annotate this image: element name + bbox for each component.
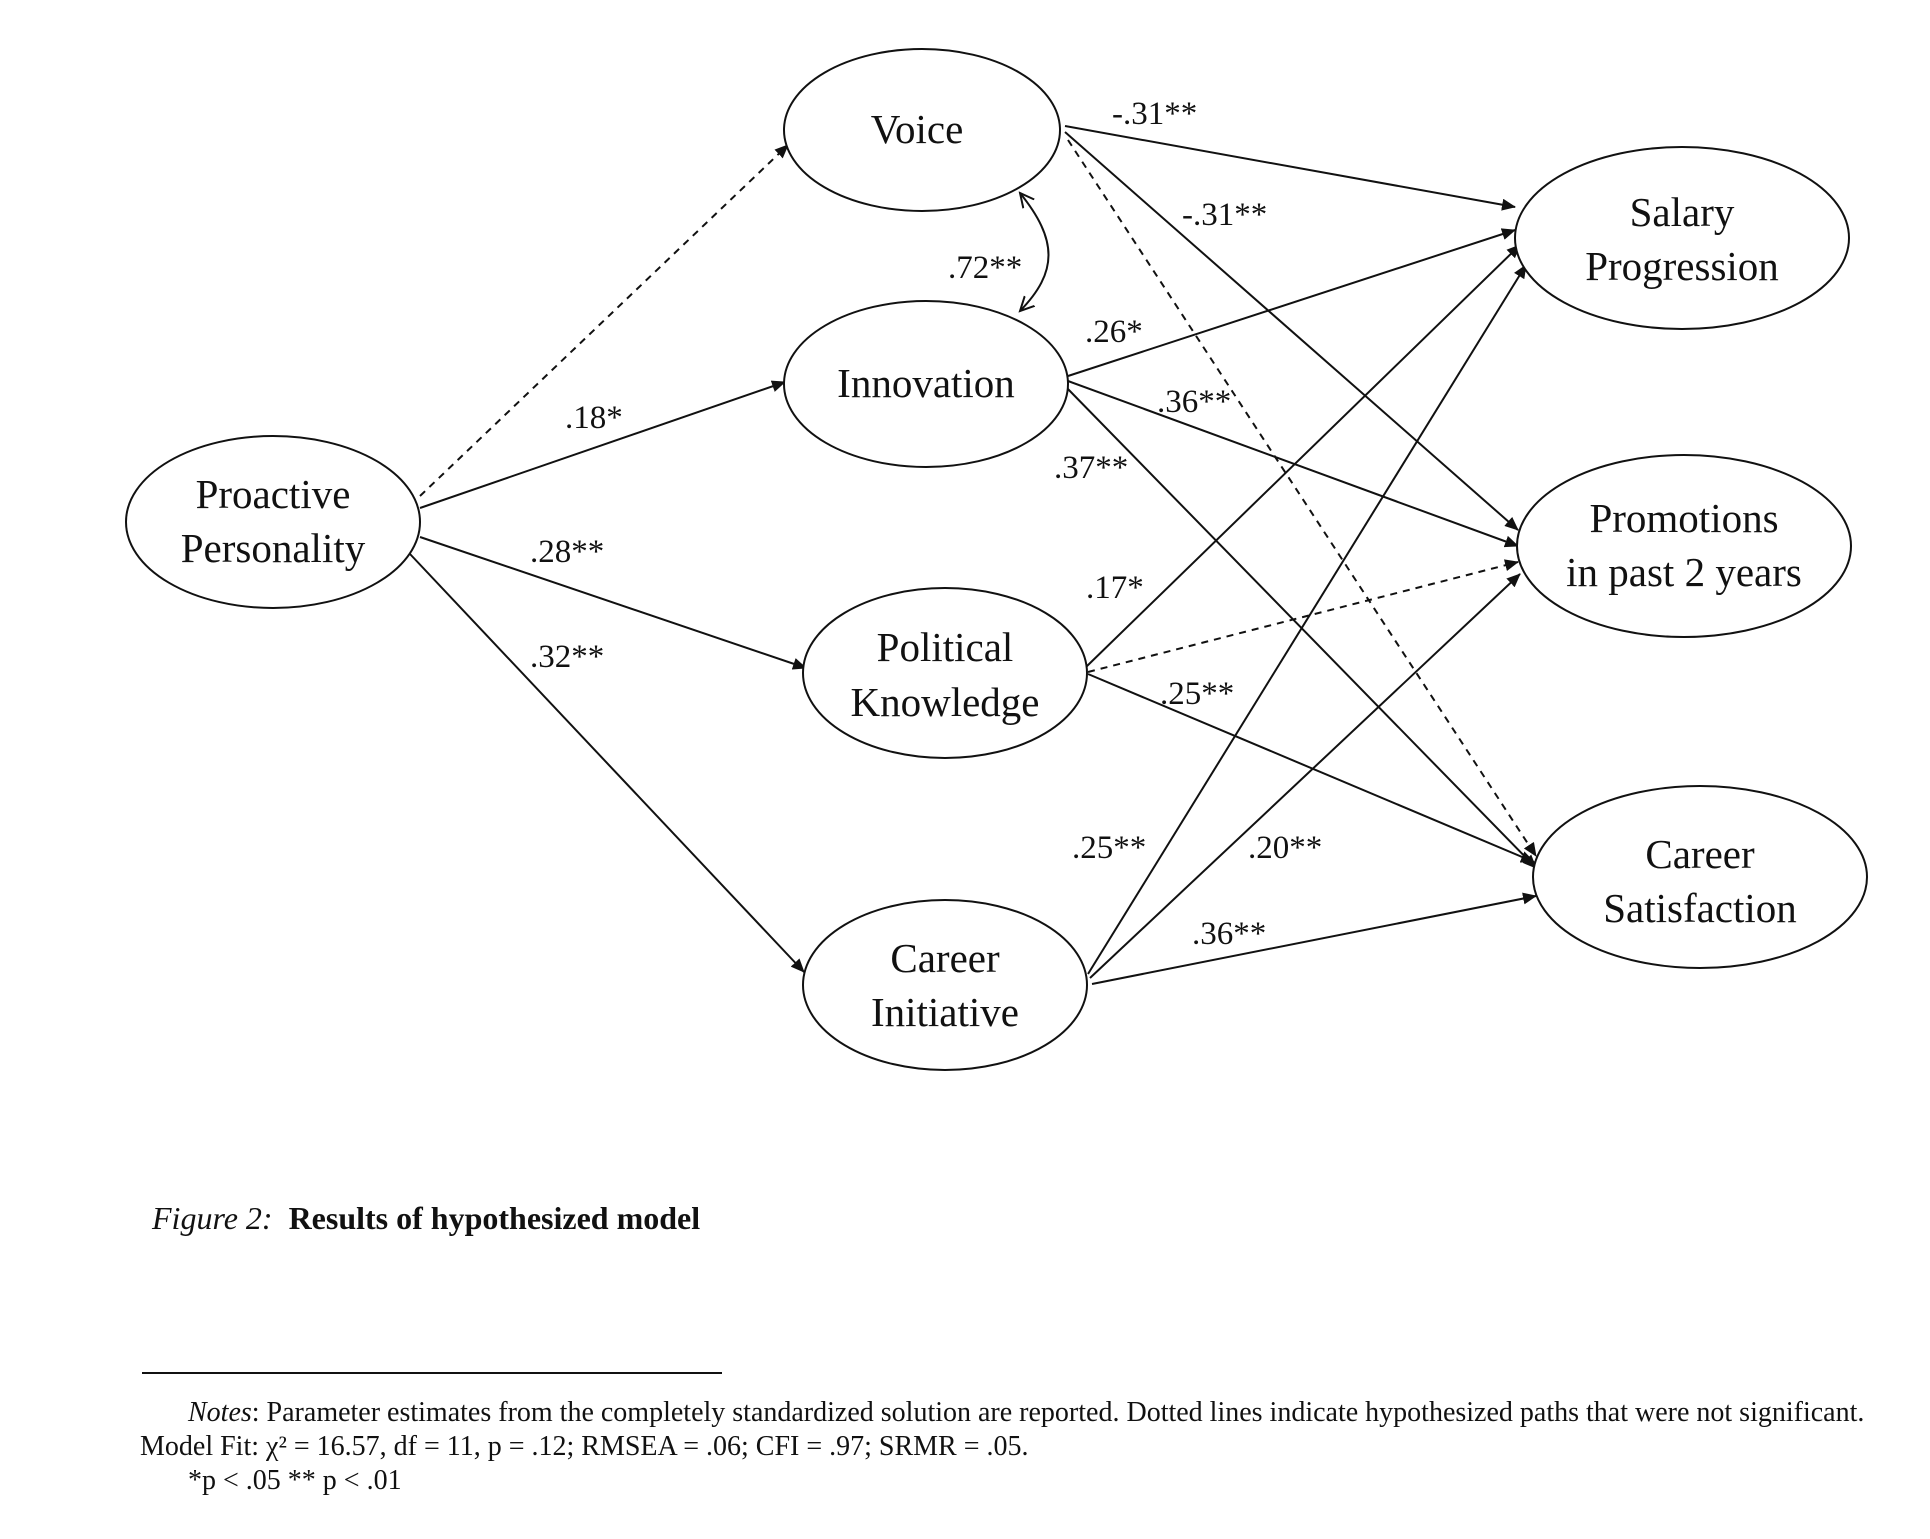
correlation-label: .72** — [948, 250, 1022, 286]
node-proactive-personality: Proactive Personality — [125, 435, 421, 609]
node-proactive-line1: Proactive — [196, 471, 351, 517]
edge-voice-satisfaction — [1067, 139, 1537, 857]
node-political-knowledge: Political Knowledge — [802, 587, 1088, 759]
nodes-layer: Proactive Personality Voice Innovation P… — [125, 48, 1868, 1071]
footnote-divider — [142, 1372, 722, 1374]
correlation-voice-innovation — [1020, 193, 1050, 311]
node-salary-line2: Progression — [1585, 243, 1779, 289]
figure-caption-prefix: Figure 2: — [152, 1200, 273, 1236]
edge-label-political-satisfaction: .25** — [1160, 676, 1234, 712]
footnote-notes: Notes: Parameter estimates from the comp… — [140, 1396, 1900, 1498]
node-innovation-line1: Innovation — [837, 360, 1015, 406]
edge-label-innovation-satisfaction: .37** — [1054, 450, 1128, 486]
edge-initiative-salary — [1087, 264, 1527, 975]
figure-caption: Figure 2: Results of hypothesized model — [152, 1200, 700, 1237]
notes-text: : Parameter estimates from the completel… — [251, 1397, 1865, 1428]
edge-labels: .18* .28** .32** -.31** -.31** .26* .36*… — [530, 96, 1322, 952]
edge-voice-promotions — [1064, 131, 1519, 531]
node-initiative-line1: Career — [890, 935, 1000, 981]
significance-legend: *p < .05 ** p < .01 — [188, 1465, 402, 1496]
edge-innovation-salary — [1067, 228, 1516, 377]
node-promotions: Promotions in past 2 years — [1516, 454, 1852, 638]
node-innovation: Innovation — [783, 300, 1069, 468]
node-initiative-line2: Initiative — [871, 989, 1019, 1035]
edge-label-initiative-promotions: .20** — [1248, 830, 1322, 866]
figure-caption-title: Results of hypothesized model — [288, 1200, 701, 1236]
edge-label-proactive-initiative: .32** — [530, 639, 604, 675]
edges-layer — [409, 125, 1537, 985]
edge-innovation-promotions — [1067, 380, 1519, 548]
edge-political-promotions — [1087, 559, 1519, 673]
edge-voice-salary — [1064, 125, 1516, 211]
edge-political-satisfaction — [1087, 673, 1535, 863]
node-political-line1: Political — [877, 624, 1014, 670]
edge-innovation-satisfaction — [1064, 385, 1537, 869]
edge-proactive-voice — [419, 144, 789, 497]
edge-label-voice-promotions: -.31** — [1182, 197, 1267, 233]
edge-political-salary — [1084, 244, 1521, 669]
node-voice-line1: Voice — [871, 106, 964, 152]
edge-label-initiative-salary: .25** — [1072, 830, 1146, 866]
edge-proactive-innovation — [419, 380, 786, 509]
node-promotions-line1: Promotions — [1589, 495, 1778, 541]
node-salary-progression: Salary Progression — [1514, 146, 1850, 330]
edge-label-innovation-salary: .26* — [1085, 314, 1143, 350]
node-promotions-line2: in past 2 years — [1566, 549, 1802, 595]
edge-proactive-initiative — [409, 553, 805, 973]
edge-label-voice-salary: -.31** — [1112, 96, 1197, 132]
node-career-initiative: Career Initiative — [802, 899, 1088, 1071]
edge-label-proactive-political: .28** — [530, 534, 604, 570]
node-satisfaction-line2: Satisfaction — [1603, 885, 1797, 931]
edge-label-initiative-satisfaction: .36** — [1192, 916, 1266, 952]
notes-paragraph: Notes: Parameter estimates from the comp… — [140, 1396, 1900, 1430]
edge-proactive-political — [419, 536, 807, 670]
node-career-satisfaction: Career Satisfaction — [1532, 785, 1868, 969]
node-voice: Voice — [783, 48, 1061, 212]
node-salary-line1: Salary — [1630, 189, 1735, 235]
edge-initiative-satisfaction — [1091, 892, 1537, 985]
edge-label-political-salary: .17* — [1086, 570, 1144, 606]
model-fit-line: Model Fit: χ² = 16.57, df = 11, p = .12;… — [140, 1431, 1029, 1462]
node-political-line2: Knowledge — [850, 679, 1039, 725]
notes-label: Notes — [188, 1397, 252, 1428]
edge-label-innovation-promotions: .36** — [1157, 384, 1231, 420]
edge-initiative-promotions — [1089, 573, 1521, 979]
edge-label-proactive-innovation: .18* — [565, 400, 623, 436]
node-proactive-line2: Personality — [181, 525, 366, 571]
node-satisfaction-line1: Career — [1645, 831, 1755, 877]
